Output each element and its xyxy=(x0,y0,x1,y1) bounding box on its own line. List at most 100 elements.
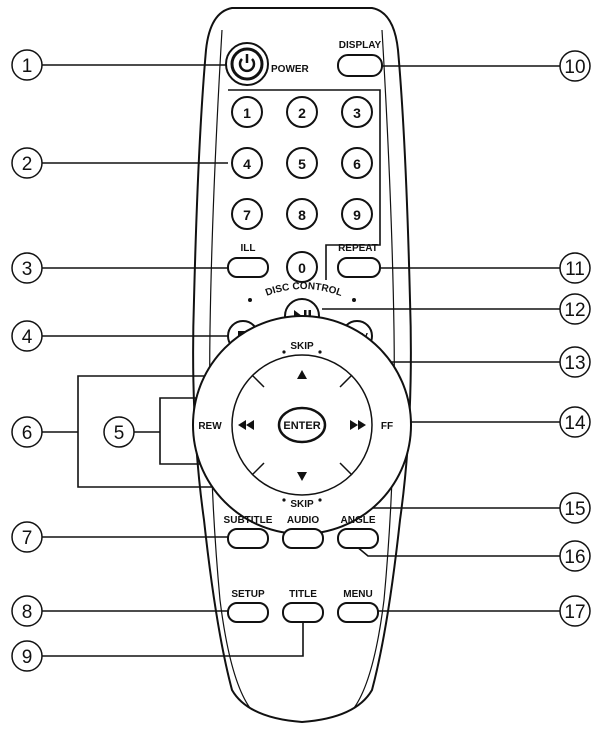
callout-9: 9 xyxy=(11,640,43,672)
svg-text:9: 9 xyxy=(353,207,361,223)
svg-text:3: 3 xyxy=(353,105,361,121)
callout-16: 16 xyxy=(559,540,591,572)
ill-button[interactable] xyxy=(227,257,269,278)
svg-text:8: 8 xyxy=(298,207,306,223)
skip-top-dot-right xyxy=(318,350,322,354)
ff-label: FF xyxy=(381,421,393,432)
callout-1: 1 xyxy=(11,49,43,81)
svg-text:2: 2 xyxy=(22,154,33,175)
skip-bottom-dot-right xyxy=(318,498,322,502)
display-button[interactable] xyxy=(337,54,383,77)
svg-text:9: 9 xyxy=(22,647,33,668)
svg-text:1: 1 xyxy=(243,105,251,121)
svg-text:6: 6 xyxy=(353,156,361,172)
skip-top-label: SKIP xyxy=(290,341,314,352)
svg-text:10: 10 xyxy=(564,57,585,78)
digit-6-button[interactable]: 6 xyxy=(341,147,373,179)
svg-text:13: 13 xyxy=(564,353,585,374)
digit-5-button[interactable]: 5 xyxy=(286,147,318,179)
power-label: POWER xyxy=(271,64,310,75)
digit-4-button[interactable]: 4 xyxy=(231,147,263,179)
ill-label: ILL xyxy=(241,243,256,254)
callout-6: 6 xyxy=(11,416,43,448)
disc-control-dot-right xyxy=(352,298,356,302)
callout-17: 17 xyxy=(559,595,591,627)
svg-text:11: 11 xyxy=(565,259,585,280)
subtitle-button[interactable] xyxy=(227,528,269,549)
digit-3-button[interactable]: 3 xyxy=(341,96,373,128)
digit-9-button[interactable]: 9 xyxy=(341,198,373,230)
digit-2-button[interactable]: 2 xyxy=(286,96,318,128)
callout-11: 11 xyxy=(559,252,591,284)
svg-text:8: 8 xyxy=(22,602,33,623)
svg-text:7: 7 xyxy=(22,528,33,549)
svg-text:4: 4 xyxy=(243,156,251,172)
svg-text:17: 17 xyxy=(564,602,585,623)
subtitle-label: SUBTITLE xyxy=(224,515,273,526)
svg-text:12: 12 xyxy=(564,300,585,321)
angle-button[interactable] xyxy=(337,528,379,549)
skip-up-button[interactable] xyxy=(272,362,332,388)
svg-text:4: 4 xyxy=(22,327,33,348)
callout-13: 13 xyxy=(559,346,591,378)
navigation-pad: SKIP REW FF ENT xyxy=(192,315,412,535)
callout-2: 2 xyxy=(11,147,43,179)
numeric-keypad: 1 2 3 4 5 6 7 8 9 0 xyxy=(231,96,373,283)
callout-12: 12 xyxy=(559,293,591,325)
repeat-button[interactable] xyxy=(337,257,381,278)
digit-1-button[interactable]: 1 xyxy=(231,96,263,128)
skip-bottom-label: SKIP xyxy=(290,499,314,510)
callout-5: 5 xyxy=(103,416,135,448)
rew-label: REW xyxy=(198,421,222,432)
svg-text:7: 7 xyxy=(243,207,251,223)
callout-4: 4 xyxy=(11,320,43,352)
audio-button[interactable] xyxy=(282,528,324,549)
callout-7: 7 xyxy=(11,521,43,553)
audio-label: AUDIO xyxy=(287,515,319,526)
title-label: TITLE xyxy=(289,589,317,600)
rewind-icon xyxy=(238,420,254,430)
setup-label: SETUP xyxy=(231,589,265,600)
svg-text:5: 5 xyxy=(114,423,125,444)
svg-text:2: 2 xyxy=(298,105,306,121)
svg-text:5: 5 xyxy=(298,156,306,172)
digit-8-button[interactable]: 8 xyxy=(286,198,318,230)
setup-button[interactable] xyxy=(227,602,269,623)
rewind-button[interactable] xyxy=(232,408,262,442)
nav-ring-inner xyxy=(231,354,373,496)
skip-bottom-dot-left xyxy=(282,498,286,502)
callout-14: 14 xyxy=(559,406,591,438)
menu-button[interactable] xyxy=(337,602,379,623)
svg-text:16: 16 xyxy=(564,547,585,568)
repeat-label: REPEAT xyxy=(338,243,378,254)
fast-forward-icon xyxy=(350,420,366,430)
up-arrow-icon xyxy=(297,370,307,379)
svg-text:6: 6 xyxy=(22,423,33,444)
svg-text:3: 3 xyxy=(22,259,33,280)
title-button[interactable] xyxy=(282,602,324,623)
callout-10: 10 xyxy=(559,50,591,82)
svg-text:1: 1 xyxy=(22,56,33,77)
skip-top-dot-left xyxy=(282,350,286,354)
svg-text:14: 14 xyxy=(564,413,586,434)
callouts: 1 2 3 4 5 6 7 8 9 10 11 12 13 14 15 16 1… xyxy=(11,49,591,672)
disc-control-dot-left xyxy=(248,298,252,302)
angle-label: ANGLE xyxy=(341,515,376,526)
enter-button[interactable]: ENTER xyxy=(277,406,327,444)
fast-forward-button[interactable] xyxy=(342,408,372,442)
svg-text:ENTER: ENTER xyxy=(283,420,320,432)
power-button[interactable] xyxy=(225,42,269,86)
callout-3: 3 xyxy=(11,252,43,284)
skip-down-button[interactable] xyxy=(272,462,332,488)
power-icon xyxy=(238,54,256,73)
callout-8: 8 xyxy=(11,595,43,627)
svg-text:0: 0 xyxy=(298,260,306,276)
svg-text:15: 15 xyxy=(564,499,585,520)
digit-7-button[interactable]: 7 xyxy=(231,198,263,230)
callout-15: 15 xyxy=(559,492,591,524)
down-arrow-icon xyxy=(297,472,307,481)
menu-label: MENU xyxy=(343,589,372,600)
digit-0-button[interactable]: 0 xyxy=(286,251,318,283)
display-label: DISPLAY xyxy=(339,40,382,51)
